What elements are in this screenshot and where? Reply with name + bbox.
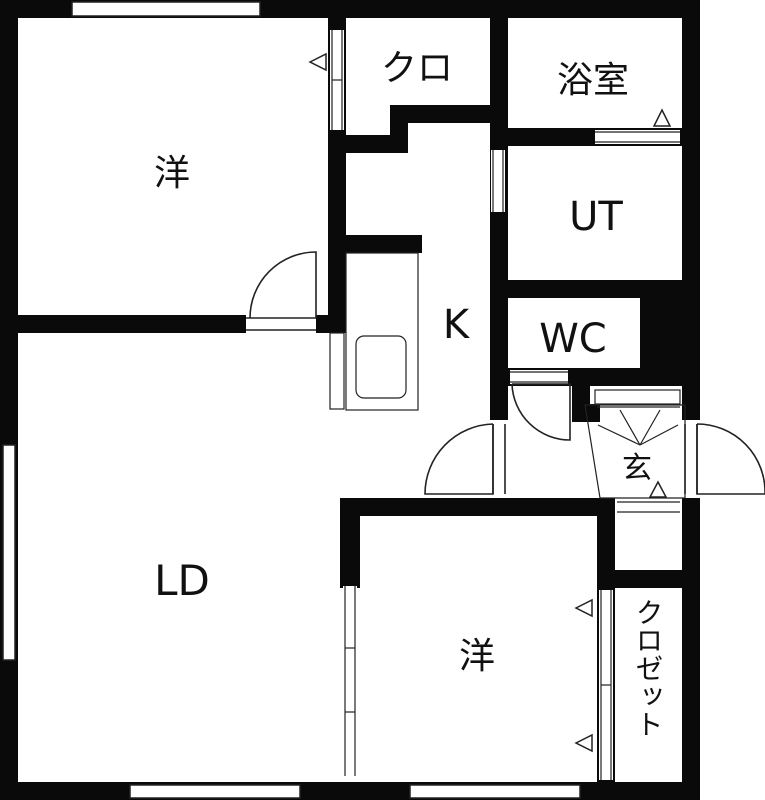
label-western-top: 洋: [154, 153, 190, 194]
outer-wall-left: [0, 0, 18, 800]
closet-arrow-upper: [574, 598, 593, 618]
door-swing-hall: [424, 423, 494, 495]
wall-kitchen-stub: [346, 235, 422, 253]
wall-bottom-western-top: [340, 498, 615, 516]
label-utility: UT: [569, 194, 623, 240]
closet-arrow-lower: [574, 733, 593, 753]
kitchen-sink: [355, 335, 407, 399]
wall-storage-bottom: [597, 570, 700, 588]
wall-bottom-western-left: [340, 498, 360, 588]
label-toilet: WC: [539, 316, 606, 362]
closet-door-arrow: [308, 52, 327, 72]
window-western-south: [409, 784, 581, 799]
entrance-hatch-line: [597, 424, 641, 446]
window-top-western: [71, 1, 261, 17]
label-entrance: 玄: [622, 451, 652, 486]
door-swing-western: [249, 251, 317, 319]
genkan-step: [584, 404, 686, 499]
outer-wall-bottom: [0, 782, 700, 800]
label-closet-small: クロ: [381, 48, 453, 89]
label-closet-vertical: クロゼット: [632, 598, 665, 738]
wall-closet-bottom: [328, 135, 398, 153]
outer-wall-right: [682, 0, 700, 800]
wc-room: [508, 298, 640, 368]
label-living-dining: LD: [154, 556, 210, 605]
label-kitchen: K: [443, 302, 471, 348]
western-sliding-door: [343, 586, 357, 776]
label-western-bottom: 洋: [459, 636, 495, 677]
window-ld-south: [129, 784, 301, 799]
storage-door-arrow: [648, 480, 668, 498]
wc-pipe-shaft: [640, 280, 700, 380]
window-ld-west: [2, 444, 16, 661]
ut-sliding-door: [491, 150, 505, 212]
door-swing-wc: [511, 383, 571, 441]
door-gap-western: [246, 315, 316, 333]
fixtures: [345, 252, 686, 499]
wall-closet-bottom-right: [390, 105, 500, 123]
room-labels: 洋 クロ 浴室 UT K WC LD 玄 洋 クロゼット: [154, 48, 665, 738]
label-bathroom: 浴室: [557, 60, 629, 101]
bath-door-arrow: [652, 108, 672, 127]
windows: [2, 1, 581, 799]
bath-sliding-door: [595, 130, 680, 144]
front-door-swing: [696, 423, 765, 495]
kitchen-counter: [345, 252, 419, 411]
